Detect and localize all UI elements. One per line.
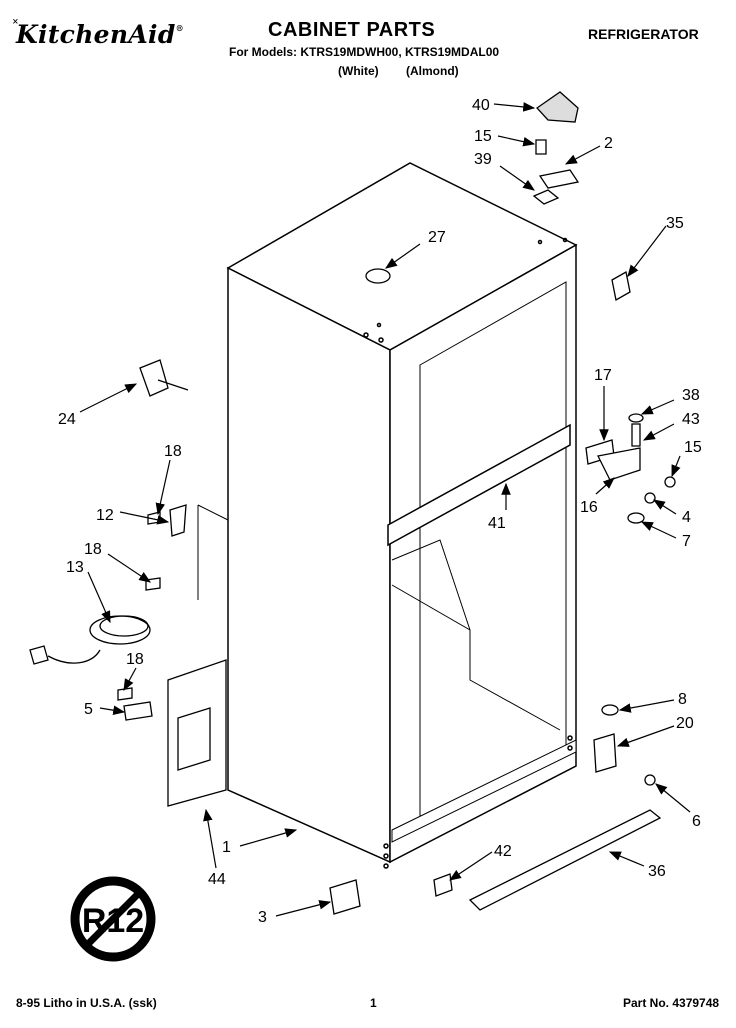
callout-7: 7 [682,533,691,550]
callout-16: 16 [580,499,598,516]
callout-38: 38 [682,387,700,404]
callout-44: 44 [208,871,226,888]
callout-labels: 40 15 2 39 27 35 24 17 38 43 15 18 12 41… [58,97,702,926]
callout-35: 35 [666,215,684,232]
footer-page-number: 1 [370,996,377,1010]
callout-leaders [79,102,691,917]
callout-15: 15 [474,128,492,145]
page-title: CABINET PARTS [268,19,436,41]
variant-white: (White) [338,64,379,78]
r12-stamp: R12 [70,876,156,962]
callout-20: 20 [676,715,694,732]
callout-5: 5 [84,701,93,718]
callout-41: 41 [488,515,506,532]
stamp-text: R12 [82,902,144,940]
callout-40: 40 [472,97,490,114]
callout-18b: 18 [84,541,102,558]
callout-39: 39 [474,151,492,168]
callout-13: 13 [66,559,84,576]
footer-part-number: Part No. 4379748 [623,996,720,1010]
part-icons [29,91,676,915]
callout-24: 24 [58,411,76,428]
callout-42: 42 [494,843,512,860]
callout-4: 4 [682,509,691,526]
appliance-category: REFRIGERATOR [588,26,699,42]
callout-3: 3 [258,909,267,926]
footer-litho: 8-95 Litho in U.S.A. (ssk) [16,996,157,1010]
callout-12: 12 [96,507,114,524]
cabinet-drawing [197,162,578,869]
callout-18a: 18 [164,443,182,460]
variant-almond: (Almond) [406,64,459,78]
callout-17: 17 [594,367,612,384]
callout-6: 6 [692,813,701,830]
callout-8: 8 [678,691,687,708]
callout-36: 36 [648,863,666,880]
callout-43: 43 [682,411,700,428]
callout-18c: 18 [126,651,144,668]
brand-logo: ×KitchenAid® [12,16,184,49]
callout-15b: 15 [684,439,702,456]
model-numbers: For Models: KTRS19MDWH00, KTRS19MDAL00 [229,45,500,59]
callout-2: 2 [604,135,613,152]
callout-27: 27 [428,229,446,246]
callout-1: 1 [222,839,231,856]
brand-name: KitchenAid [16,20,176,49]
